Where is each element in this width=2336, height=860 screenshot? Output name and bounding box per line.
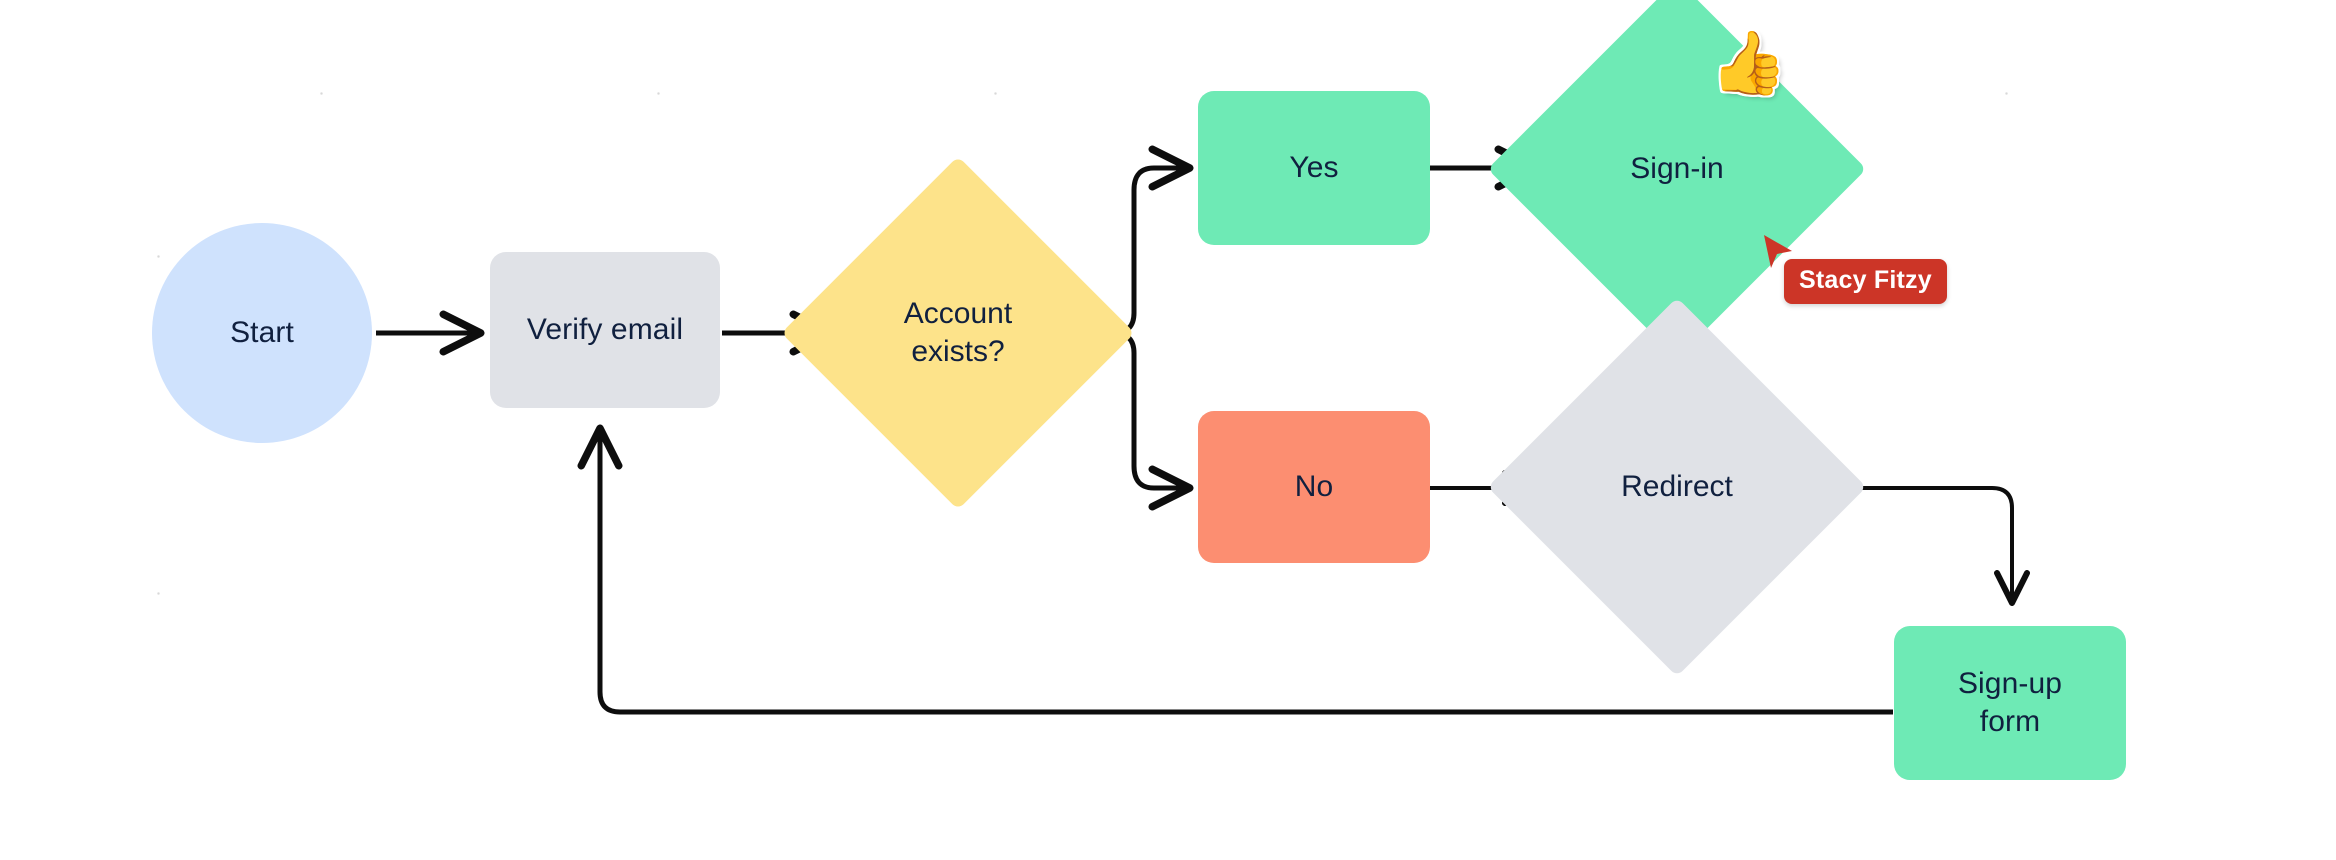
edge-sign-up-form-to-verify-email [577, 424, 1893, 715]
node-verify-email[interactable]: Verify email [490, 252, 720, 408]
node-sign-up-form-label: Sign-up form [1957, 666, 2063, 738]
node-no-label: No [1294, 469, 1334, 503]
node-yes[interactable]: Yes [1198, 91, 1430, 245]
node-yes-label: Yes [1289, 150, 1339, 184]
node-account-exists[interactable]: Account exists? [781, 156, 1135, 510]
node-no[interactable]: No [1198, 411, 1430, 563]
edge-redirect-to-sign-up-form [1806, 486, 2030, 606]
cursor-name-label: Stacy Fitzy [1784, 259, 1947, 304]
node-redirect-label: Redirect [1621, 469, 1733, 503]
thumbs-up-icon[interactable]: 👍 [1710, 29, 1788, 98]
node-start-label: Start [230, 315, 294, 349]
node-verify-email-label: Verify email [526, 312, 684, 346]
node-sign-up-form[interactable]: Sign-up form [1894, 626, 2126, 780]
node-sign-in[interactable]: Sign-in [1487, 0, 1867, 359]
node-sign-in-label: Sign-in [1630, 151, 1724, 185]
node-redirect[interactable]: Redirect [1487, 297, 1867, 677]
node-start[interactable]: Start [152, 223, 372, 443]
node-account-exists-label: Account exists? [903, 296, 1013, 368]
cursor-pointer-icon [1764, 235, 1792, 268]
